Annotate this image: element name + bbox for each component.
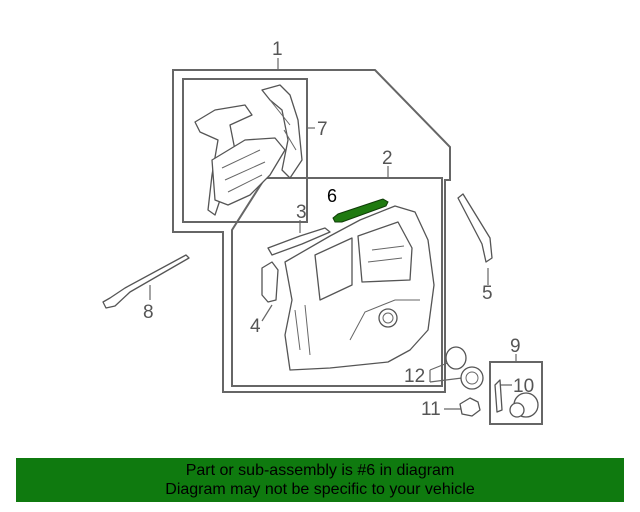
subassembly-frame-2 [231, 177, 443, 387]
banner-line-1: Part or sub-assembly is #6 in diagram [185, 462, 455, 479]
part-3-rail [267, 227, 331, 256]
callout-9: 9 [510, 336, 521, 357]
callout-6: 6 [327, 186, 337, 206]
callout-8: 8 [143, 302, 154, 323]
callout-5: 5 [482, 283, 493, 304]
leader-4 [261, 304, 273, 322]
part-5-molding [457, 193, 493, 263]
part-8-rod [102, 254, 190, 309]
part-2-quarter-panel [284, 205, 435, 371]
callout-12: 12 [404, 366, 425, 387]
callout-11: 11 [421, 399, 441, 420]
banner-line-2: Diagram may not be specific to your vehi… [165, 481, 475, 498]
callout-10: 10 [513, 376, 534, 397]
part-11-actuator [459, 397, 481, 417]
callout-3: 3 [296, 202, 307, 223]
info-banner: Part or sub-assembly is #6 in diagram Di… [16, 458, 624, 502]
part-4-bracket [261, 261, 279, 303]
assembly-frame-1 [172, 69, 451, 393]
callout-2: 2 [382, 148, 393, 169]
part-12-fuel-door [445, 346, 484, 390]
part-9-10-cap [494, 379, 539, 418]
callout-1: 1 [272, 39, 283, 60]
callout-7: 7 [317, 119, 328, 140]
callout-4: 4 [250, 316, 261, 337]
part-7-inner-bracket [194, 84, 303, 216]
subassembly-frame-7 [182, 78, 308, 223]
part-6-highlighted-strip [332, 198, 389, 223]
